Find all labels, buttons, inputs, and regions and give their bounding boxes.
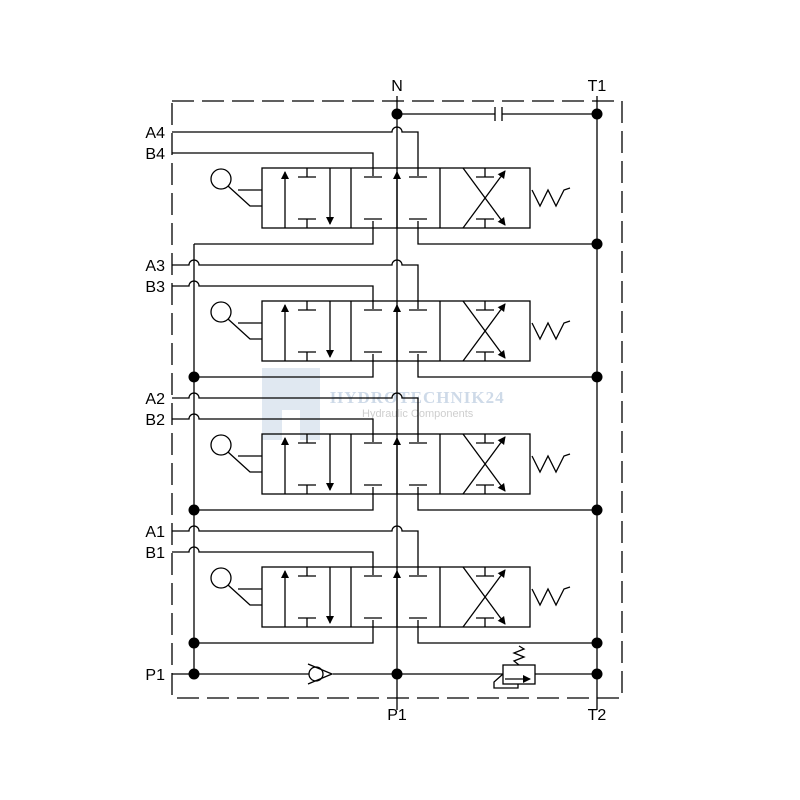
junction-dot <box>591 504 603 516</box>
junction-dot <box>591 238 603 250</box>
cross-arrow <box>462 167 506 226</box>
return-line-left <box>194 620 374 644</box>
return-line-left <box>194 354 374 378</box>
port-label-a3: A3 <box>145 258 165 275</box>
lever-knob <box>210 168 232 190</box>
blocked-port <box>364 442 427 486</box>
lever-link <box>227 185 262 207</box>
return-line-right <box>417 221 597 245</box>
blocked-port <box>476 301 494 361</box>
spring-icon <box>531 586 571 607</box>
junction-dot <box>391 668 403 680</box>
spring-icon <box>531 187 571 208</box>
orifice <box>494 107 503 121</box>
port-line-b1 <box>172 546 374 575</box>
return-line-right <box>417 487 597 511</box>
lever-link <box>227 451 262 473</box>
port-label-t2: T2 <box>588 707 607 724</box>
cross-arrow <box>462 433 506 492</box>
envelope-divider <box>350 301 441 361</box>
port-label-b2: B2 <box>145 412 165 429</box>
cross-arrow <box>462 303 506 362</box>
return-line-left <box>194 221 374 245</box>
lever-link <box>227 318 262 340</box>
cross-arrow <box>462 170 506 229</box>
junction-dot <box>591 108 603 120</box>
blocked-port <box>364 575 427 619</box>
envelope-divider <box>350 567 441 627</box>
blocked-port <box>364 309 427 353</box>
port-label-n: N <box>391 78 403 95</box>
relief-valve-icon <box>502 664 536 685</box>
junction-dot <box>391 108 403 120</box>
watermark-logo <box>262 368 320 440</box>
port-label-t1: T1 <box>588 78 607 95</box>
spool-valve-body <box>261 566 531 628</box>
blocked-port <box>298 434 316 494</box>
junction-dot <box>591 371 603 383</box>
blocked-port <box>476 567 494 627</box>
port-line-a3 <box>172 259 419 309</box>
cross-arrow <box>462 569 506 628</box>
port-label-p1-bottom: P1 <box>387 707 407 724</box>
spool-valve-body <box>261 167 531 229</box>
blocked-port <box>476 168 494 228</box>
return-line-left <box>194 487 374 511</box>
return-line-right <box>417 620 597 644</box>
relief-spring <box>512 645 526 666</box>
port-label-b1: B1 <box>145 545 165 562</box>
junction-dot <box>188 668 200 680</box>
port-label-a2: A2 <box>145 391 165 408</box>
port-line-a4 <box>172 126 419 176</box>
check-valve-seat <box>307 663 334 685</box>
cross-arrow <box>462 566 506 625</box>
port-label-b4: B4 <box>145 146 165 163</box>
blocked-port <box>298 168 316 228</box>
junction-dot <box>591 668 603 680</box>
spring-icon <box>531 320 571 341</box>
watermark: HYDROTECHNIK24 Hydraulic Components <box>262 368 504 440</box>
lever-knob <box>210 301 232 323</box>
spring-icon <box>531 453 571 474</box>
lever-knob <box>210 434 232 456</box>
cross-arrow <box>462 300 506 359</box>
port-line-b2 <box>172 413 374 442</box>
spool-valve-body <box>261 300 531 362</box>
junction-dot <box>591 637 603 649</box>
port-line-a1 <box>172 525 419 575</box>
envelope-divider <box>350 434 441 494</box>
port-label-a1: A1 <box>145 524 165 541</box>
port-label-a4: A4 <box>145 125 165 142</box>
spool-valve-body <box>261 433 531 495</box>
port-label-b3: B3 <box>145 279 165 296</box>
cross-arrow <box>462 436 506 495</box>
blocked-port <box>298 567 316 627</box>
circuit-lines <box>172 96 603 710</box>
port-line-b4 <box>172 152 374 176</box>
return-line-right <box>417 354 597 378</box>
blocked-port <box>364 176 427 220</box>
port-line-a2 <box>172 392 419 442</box>
port-line-b3 <box>172 280 374 309</box>
blocked-port <box>298 301 316 361</box>
relief-pilot <box>493 673 519 689</box>
lever-knob <box>210 567 232 589</box>
blocked-port <box>476 434 494 494</box>
port-label-p1-left: P1 <box>145 667 165 684</box>
lever-link <box>227 584 262 606</box>
envelope-divider <box>350 168 441 228</box>
